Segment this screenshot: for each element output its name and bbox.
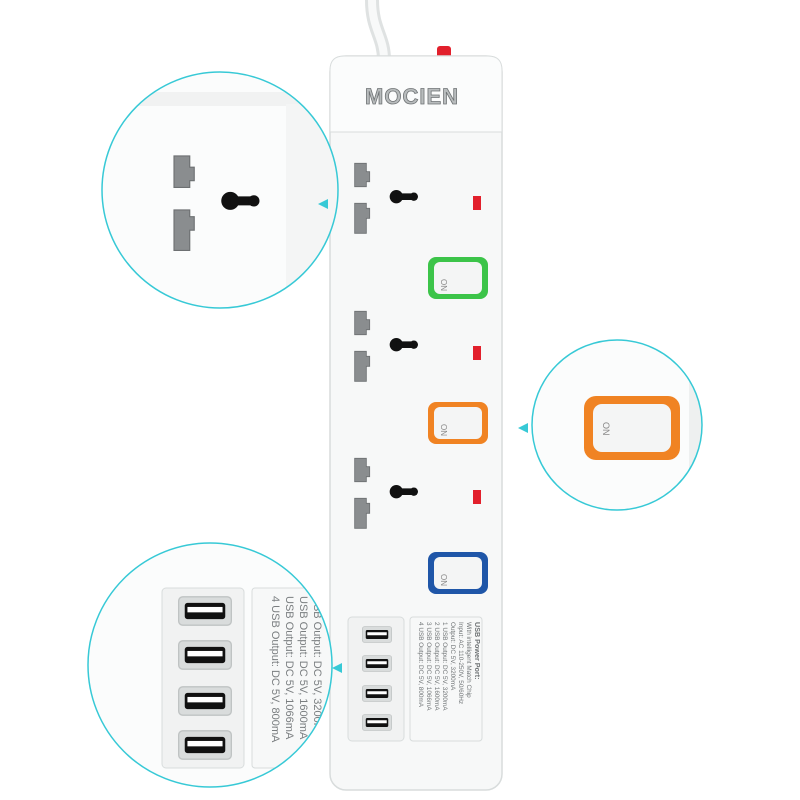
zoom-callout-socket xyxy=(101,71,339,309)
switch-3-label: ON xyxy=(439,574,448,586)
usb-port-3[interactable] xyxy=(362,685,392,702)
usb-panel xyxy=(347,616,405,742)
usb-port-2[interactable] xyxy=(362,655,392,672)
zoom-usb-spec-line: USB Output: DC 5V, 1066mA xyxy=(283,596,295,740)
switch-1-label: ON xyxy=(439,279,448,291)
zoom-usb-spec-line: 4 USB Output: DC 5V, 800mA xyxy=(269,596,281,743)
zoom-callout-usb: USB Output: DC 5V, 3200mA USB Output: DC… xyxy=(87,542,342,788)
usb-spec-line: With intelligent Match Chip xyxy=(465,622,472,698)
pilot-light-1 xyxy=(473,196,481,210)
switch-2-label: ON xyxy=(439,424,448,436)
zoom-callout-switch: ON xyxy=(518,339,703,511)
overload-reset-button[interactable] xyxy=(437,46,451,58)
usb-spec-line: 1 USB Output: DC 5V, 3200mA xyxy=(441,622,448,711)
zoom-switch-label: ON xyxy=(601,422,611,436)
zoom-usb-spec-line: USB Output: DC 5V, 3200mA xyxy=(311,596,323,740)
usb-spec-title: USB Power Port: xyxy=(473,622,482,680)
usb-spec-line: 3 USB Output: DC 5V, 1066mA xyxy=(425,622,432,711)
pilot-light-2 xyxy=(473,346,481,360)
usb-port-4[interactable] xyxy=(362,714,392,731)
zoom-usb-spec-line: USB Output: DC 5V, 1600mA xyxy=(297,596,309,740)
usb-spec-line: 4 USB Output: DC 5V, 800mA xyxy=(417,622,424,708)
usb-spec-line: Output: DC 5V, 3200mA xyxy=(449,622,456,691)
brand-logo: MOCIEN xyxy=(365,84,459,109)
usb-port-1[interactable] xyxy=(362,626,392,643)
usb-spec-line: 2 USB Output: DC 5V, 1600mA xyxy=(433,622,440,711)
usb-spec-label xyxy=(409,616,483,742)
pilot-light-3 xyxy=(473,490,481,504)
usb-spec-line: Input: AC 110-250V, 50/60Hz xyxy=(457,622,464,704)
